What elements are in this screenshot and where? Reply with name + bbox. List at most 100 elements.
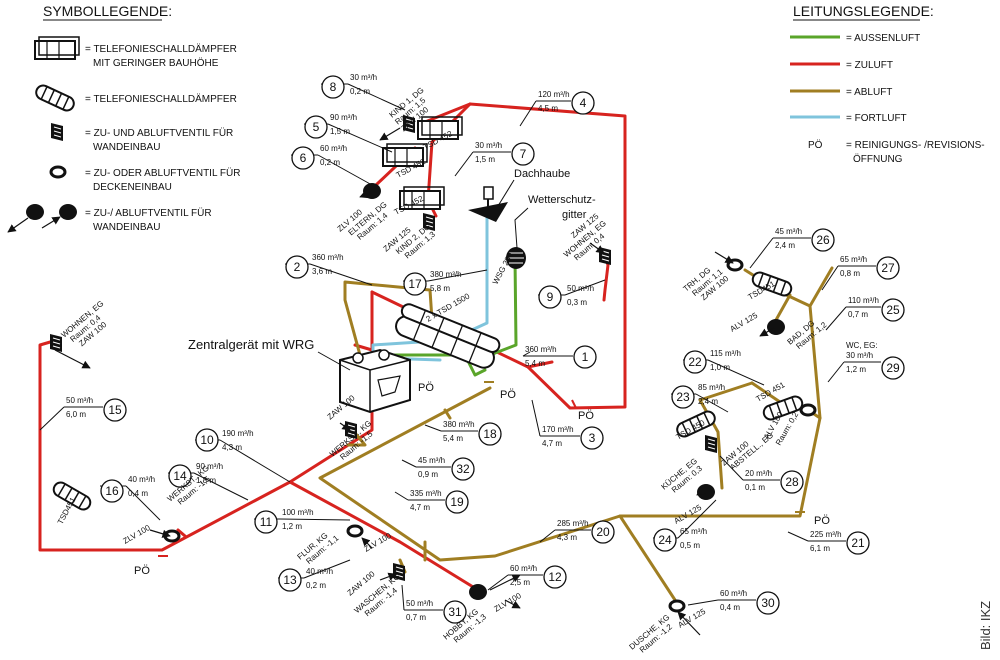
valve-flur-icon bbox=[346, 524, 364, 538]
segment-10-number: 10 bbox=[200, 433, 214, 447]
segment-28-badge bbox=[780, 470, 804, 494]
silencer-icon bbox=[32, 82, 78, 114]
valve-wohnen-right-icon bbox=[598, 246, 612, 266]
outlet-eltern: ZLV 100 ELTERN, DG Raum: 1,4 bbox=[336, 200, 390, 242]
segment-10-flow: 190 m³/h bbox=[222, 429, 254, 438]
segment-30-badge bbox=[756, 591, 780, 615]
segment-18-badge bbox=[478, 422, 502, 446]
segment-4-length: 4,5 m bbox=[538, 104, 558, 113]
segment-10: 190 m³/h4,3 m10 bbox=[195, 428, 291, 483]
po-marker-2: PÖ bbox=[500, 389, 516, 401]
segment-16: 40 m³/h0,4 m16 bbox=[100, 475, 161, 521]
segment-8-length: 0,2 m bbox=[350, 87, 370, 96]
segment-24-number: 24 bbox=[658, 533, 672, 547]
weather-grille-label-1: Wetterschutz- bbox=[528, 194, 596, 206]
segment-26-number: 26 bbox=[816, 233, 830, 247]
segment-14-flow: 90 m³/h bbox=[196, 462, 223, 471]
segment-13-length: 0,2 m bbox=[306, 581, 326, 590]
flow-arrows bbox=[54, 127, 775, 636]
legend-symbol-1-line2: MIT GERINGER BAUHÖHE bbox=[93, 57, 219, 69]
line-legend-title: LEITUNGSLEGENDE: bbox=[793, 3, 934, 19]
central-unit bbox=[339, 348, 411, 414]
central-unit-label: Zentralgerät mit WRG bbox=[188, 337, 314, 352]
zlv100-werkst-label: ZLV 100 bbox=[122, 523, 153, 546]
segment-9-length: 0,3 m bbox=[567, 298, 587, 307]
segment-6: 60 m³/h0,2 m6 bbox=[291, 144, 373, 186]
segment-14: 90 m³/h1,8 m14 bbox=[168, 462, 249, 501]
po-marker-3: PÖ bbox=[578, 410, 594, 422]
segment-14-number: 14 bbox=[173, 469, 187, 483]
segment-18-length: 5,4 m bbox=[443, 434, 463, 443]
segment-5-badge bbox=[304, 115, 328, 139]
tsd451-left-label: TSD451 bbox=[56, 495, 78, 526]
po-legend-line1: = REINIGUNGS- /REVISIONS- bbox=[846, 140, 985, 151]
alv125-kueche-label: ALV 125 bbox=[673, 503, 704, 526]
segment-30-number: 30 bbox=[761, 596, 775, 610]
segment-17-length: 5,8 m bbox=[430, 284, 450, 293]
segment-18: 380 m³/h 5,4 m 18 bbox=[424, 420, 502, 446]
legend-symbol-4-line1: = ZU- ODER ABLUFTVENTIL FÜR bbox=[85, 167, 240, 179]
segment-24-flow: 65 m³/h bbox=[680, 527, 707, 536]
po-markers: PÖ PÖ PÖ PÖ PÖ bbox=[134, 381, 830, 577]
segment-30-flow: 60 m³/h bbox=[720, 589, 747, 598]
symbol-legend: SYMBOLLEGENDE: = TELEFONIESCHALLDÄMPFER … bbox=[7, 3, 240, 233]
segment-1-length: 5,4 m bbox=[525, 359, 545, 368]
segment-22: 115 m³/h1,0 m22 bbox=[683, 349, 765, 386]
segment-11-number: 11 bbox=[260, 515, 273, 529]
segment-31-number: 31 bbox=[448, 605, 462, 619]
valve-dusche-icon bbox=[668, 599, 686, 613]
segment-24-badge bbox=[653, 528, 677, 552]
segment-19-badge bbox=[445, 490, 469, 514]
segment-5-length: 1,5 m bbox=[330, 127, 350, 136]
segment-8-badge bbox=[321, 75, 345, 99]
twin-silencer-1500 bbox=[395, 303, 501, 369]
segment-17-number: 17 bbox=[408, 277, 422, 291]
segment-6-number: 6 bbox=[300, 151, 307, 165]
roof-hood-icon bbox=[468, 186, 508, 222]
segment-28-length: 0,1 m bbox=[745, 483, 765, 492]
wall-valve-icon bbox=[50, 122, 64, 142]
segment-23-flow: 85 m³/h bbox=[698, 383, 725, 392]
segment-10-badge bbox=[195, 428, 219, 452]
segment-24: 65 m³/h0,5 m24 bbox=[653, 499, 717, 552]
segment-21-badge bbox=[846, 531, 870, 555]
segment-15-number: 15 bbox=[108, 403, 122, 417]
symbol-legend-title: SYMBOLLEGENDE: bbox=[43, 3, 172, 19]
segment-28-number: 28 bbox=[785, 475, 799, 489]
segment-7-flow: 30 m³/h bbox=[475, 141, 502, 150]
segment-23-length: 2,4 m bbox=[698, 397, 718, 406]
segment-29-badge bbox=[881, 356, 905, 380]
segment-29-number: 29 bbox=[886, 361, 900, 375]
legend-symbol-5-line2: WANDEINBAU bbox=[93, 222, 160, 233]
valve-werkst2-icon bbox=[163, 529, 181, 543]
valve-hobby-icon bbox=[469, 584, 487, 600]
segment-18-flow: 380 m³/h bbox=[443, 420, 475, 429]
flat-silencer-icon bbox=[34, 36, 80, 60]
segment-31-badge bbox=[443, 600, 467, 624]
segment-7-length: 1,5 m bbox=[475, 155, 495, 164]
zlv100-flur-label: ZLV 100 bbox=[363, 531, 394, 554]
valve-wohnen-left-icon bbox=[49, 333, 63, 353]
line-fortluft-label: = FORTLUFT bbox=[846, 113, 907, 124]
segment-17-flow: 380 m³/h bbox=[430, 270, 462, 279]
segment-25-length: 0,7 m bbox=[848, 310, 868, 319]
outlet-wohnen-left: WOHNEN, EG Raum: 0,4 ZAW 100 bbox=[60, 299, 109, 348]
segment-18-number: 18 bbox=[483, 427, 497, 441]
segment-25-badge bbox=[881, 298, 905, 322]
segment-29-room: WC, EG: bbox=[846, 341, 878, 350]
segment-5-number: 5 bbox=[313, 120, 320, 134]
segment-26-flow: 45 m³/h bbox=[775, 227, 802, 236]
segment-27-badge bbox=[876, 256, 900, 280]
po-marker-4: PÖ bbox=[134, 565, 150, 577]
segment-2-flow: 360 m³/h bbox=[312, 253, 344, 262]
segment-2-badge bbox=[285, 255, 309, 279]
segment-12-badge bbox=[543, 565, 567, 589]
